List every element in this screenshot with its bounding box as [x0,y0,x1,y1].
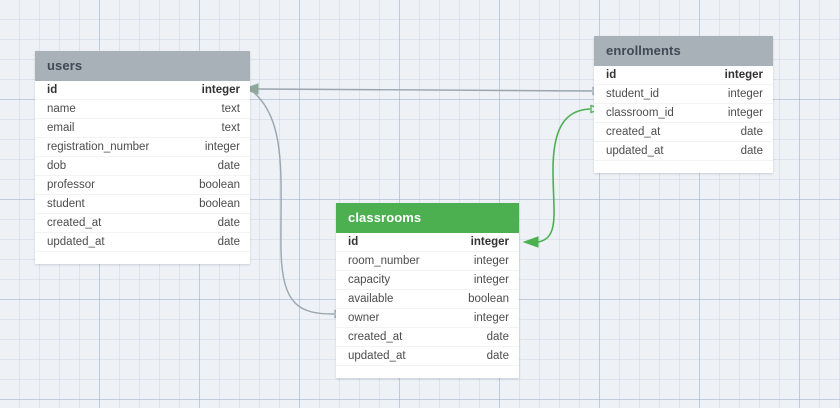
column-type: boolean [199,198,240,210]
column-type: integer [470,236,509,248]
column-name: professor [47,179,95,191]
column-type: date [217,160,240,172]
column-name: student_id [606,88,660,100]
column-type: integer [473,312,509,324]
column-name: id [606,69,617,81]
table-title-users: users [35,51,250,81]
table-row[interactable]: id integer [336,233,519,252]
table-row[interactable]: student_id integer [594,85,773,104]
column-type: text [221,122,240,134]
column-type: date [740,145,763,157]
table-title-enrollments: enrollments [594,36,773,66]
table-row[interactable]: email text [35,119,250,138]
table-card-enrollments[interactable]: enrollments id integer student_id intege… [594,36,773,173]
column-name: updated_at [47,236,105,248]
column-name: created_at [348,331,403,343]
column-type: boolean [199,179,240,191]
table-row[interactable]: professor boolean [35,176,250,195]
table-row[interactable]: student boolean [35,195,250,214]
column-name: available [348,293,394,305]
table-row[interactable]: name text [35,100,250,119]
table-row[interactable]: updated_at date [35,233,250,252]
table-row[interactable]: capacity integer [336,271,519,290]
column-name: room_number [348,255,420,267]
column-type: date [217,236,240,248]
column-type: integer [473,274,509,286]
column-name: updated_at [348,350,406,362]
column-type: integer [724,69,763,81]
column-name: capacity [348,274,391,286]
table-rows-enrollments: id integer student_id integer classroom_… [594,66,773,173]
table-row[interactable]: room_number integer [336,252,519,271]
column-name: id [47,84,58,96]
column-type: date [486,350,509,362]
table-row[interactable]: classroom_id integer [594,104,773,123]
column-name: classroom_id [606,107,674,119]
column-name: id [348,236,359,248]
column-name: email [47,122,75,134]
table-row[interactable]: created_at date [35,214,250,233]
column-type: boolean [468,293,509,305]
table-row[interactable]: dob date [35,157,250,176]
column-name: student [47,198,85,210]
column-type: text [221,103,240,115]
table-row[interactable]: id integer [594,66,773,85]
column-type: date [217,217,240,229]
column-type: integer [204,141,240,153]
column-type: date [740,126,763,138]
table-row[interactable]: owner integer [336,309,519,328]
edge-enrollments-student-id-to-users-id [242,83,605,96]
table-title-classrooms: classrooms [336,203,519,233]
table-rows-users: id integer name text email text registra… [35,81,250,264]
table-row[interactable]: id integer [35,81,250,100]
column-type: integer [473,255,509,267]
column-name: created_at [47,217,102,229]
table-rows-classrooms: id integer room_number integer capacity … [336,233,519,378]
column-type: date [486,331,509,343]
table-row[interactable]: updated_at date [594,142,773,161]
column-type: integer [727,88,763,100]
table-row[interactable]: available boolean [336,290,519,309]
column-type: integer [201,84,240,96]
column-name: created_at [606,126,661,138]
edge-classrooms-owner-to-users-id [251,90,347,319]
column-name: registration_number [47,141,150,153]
column-type: integer [727,107,763,119]
column-name: updated_at [606,145,664,157]
column-name: owner [348,312,380,324]
table-row[interactable]: created_at date [336,328,519,347]
table-row[interactable]: registration_number integer [35,138,250,157]
table-card-classrooms[interactable]: classrooms id integer room_number intege… [336,203,519,378]
table-row[interactable]: created_at date [594,123,773,142]
column-name: name [47,103,76,115]
column-name: dob [47,160,67,172]
table-row[interactable]: updated_at date [336,347,519,366]
edge-enrollments-classroom-id-to-classrooms-id [522,104,603,248]
table-card-users[interactable]: users id integer name text email text re… [35,51,250,264]
